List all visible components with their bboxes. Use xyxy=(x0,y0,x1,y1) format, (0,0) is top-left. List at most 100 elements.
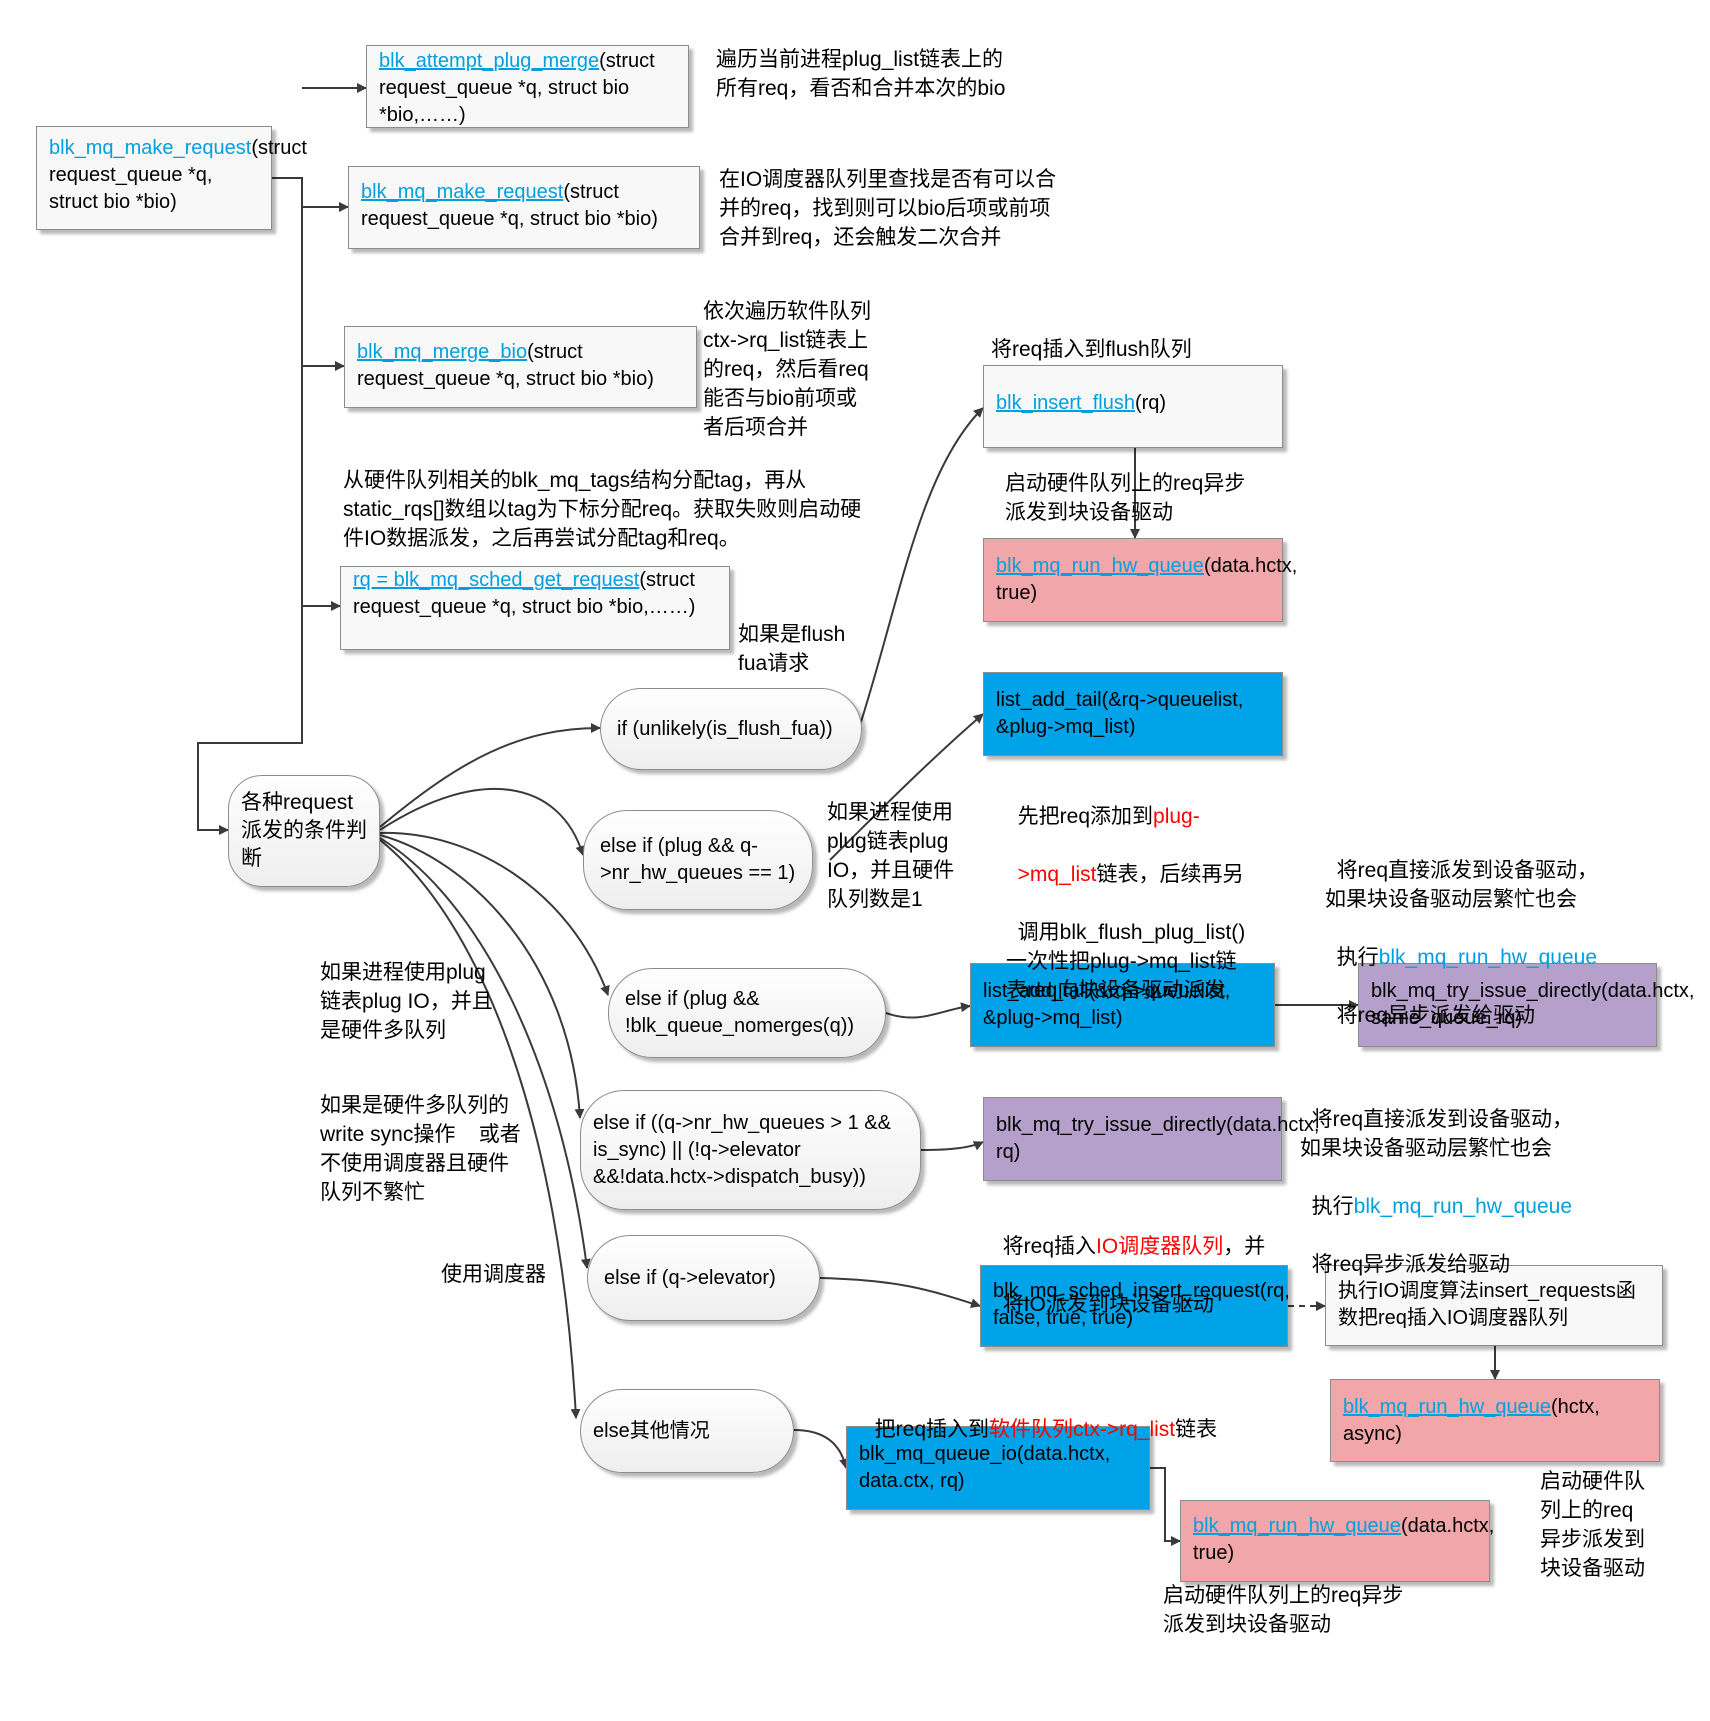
annotation-sched-insert: 将req插入IO调度器队列，并 将IO派发到块设备驱动 xyxy=(991,1203,1266,1319)
annotation-plug-list-hl2: >mq_list xyxy=(1017,863,1097,886)
node-merge-bio: blk_mq_merge_bio(struct request_queue *q… xyxy=(344,326,697,408)
node-sched-insert-label: blk_mq_sched_insert_request(rq, false, t… xyxy=(993,1280,1290,1329)
annotation-run-hw-2: 启动硬件队 列上的req 异步派发到 块设备驱动 xyxy=(1540,1470,1645,1580)
annotation-plug-merge: 遍历当前进程plug_list链表上的 所有req，看否和合并本次的bio xyxy=(716,48,1006,100)
annotation-try-issue-2-fn: blk_mq_run_hw_queue xyxy=(1353,1195,1572,1218)
node-insert-flush: blk_insert_flush(rq) xyxy=(983,365,1283,448)
annotation-plug-single: 如果进程使用 plug链表plug IO，并且硬件 队列数是1 xyxy=(827,801,955,911)
node-sched-insert: blk_mq_sched_insert_request(rq, false, t… xyxy=(980,1265,1290,1347)
annotation-try-issue-1-fn: blk_mq_run_hw_queue xyxy=(1378,946,1597,969)
annotation-run-hw-3: 启动硬件队列上的req异步 派发到块设备驱动 xyxy=(1163,1584,1404,1636)
node-elif-plug-single: else if (plug && q->nr_hw_queues == 1) xyxy=(583,810,813,910)
annotation-plug-list: 先把req添加到plug- >mq_list链表，后续再另 调用blk_flus… xyxy=(1006,773,1245,1005)
node-if-flush-fua-label: if (unlikely(is_flush_fua)) xyxy=(617,717,833,740)
annotation-try-issue-2-text4: 将req异步派发给驱动 xyxy=(1311,1253,1511,1276)
node-run-hw-queue-1-fn: blk_mq_run_hw_queue xyxy=(996,555,1204,577)
annotation-try-issue-2-text1: 将req直接派发到设备驱动， 如果块设备驱动层繁忙也会 xyxy=(1300,1108,1574,1160)
annotation-multi-queue-plug: 如果进程使用plug 链表plug IO，并且 是硬件多队列 xyxy=(320,961,493,1042)
node-run-hw-queue-2: blk_mq_run_hw_queue(hctx, async) xyxy=(1330,1379,1660,1462)
node-run-hw-queue-3-args: (data.hctx, true) xyxy=(1193,1515,1495,1564)
annotation-get-request: 从硬件队列相关的blk_mq_tags结构分配tag，再从 static_rqs… xyxy=(343,469,862,550)
node-try-issue-1-label: blk_mq_try_issue_directly(data.hctx, sam… xyxy=(1371,980,1695,1029)
node-attempt-plug-merge-args: (struct request_queue *q, struct bio *bi… xyxy=(379,50,655,126)
annotation-queue-io-post: 链表 xyxy=(1175,1418,1218,1441)
annotation-ctx-merge: 依次遍历软件队列 ctx->rq_list链表上 的req，然后看req 能否与… xyxy=(703,300,871,439)
node-make-request-args: (struct request_queue *q, struct bio *bi… xyxy=(49,137,307,213)
annotation-try-issue-1: 将req直接派发到设备驱动， 如果块设备驱动层繁忙也会 执行blk_mq_run… xyxy=(1325,827,1598,1030)
node-insert-requests-label: 执行IO调度算法insert_requests函数把req插入IO调度器队列 xyxy=(1338,1280,1636,1329)
edge-flush-to-insert-flush xyxy=(859,407,984,726)
edge-queue-io-to-run-hw xyxy=(1150,1467,1181,1546)
node-run-hw-queue-2-args: (hctx, async) xyxy=(1343,1396,1600,1445)
node-merge-bio-fn: blk_mq_merge_bio xyxy=(357,341,528,363)
node-elif-elevator-label: else if (q->elevator) xyxy=(604,1266,776,1289)
node-attempt-plug-merge: blk_attempt_plug_merge(struct request_qu… xyxy=(366,45,689,128)
node-merge-bio-args: (struct request_queue *q, struct bio *bi… xyxy=(357,341,654,390)
edge-trunk xyxy=(197,177,303,835)
node-condition-root: 各种request派发的条件判断 xyxy=(228,775,380,887)
annotation-try-issue-1-pre: 执行 xyxy=(1336,946,1379,969)
annotation-try-issue-1-text1: 将req直接派发到设备驱动， 如果块设备驱动层繁忙也会 xyxy=(1325,859,1599,911)
annotation-sched-insert-hl: IO调度器队列 xyxy=(1096,1235,1224,1258)
edge-else-to-queue-io xyxy=(793,1429,849,1469)
node-run-hw-queue-1: blk_mq_run_hw_queue(data.hctx, true) xyxy=(983,538,1297,622)
node-insert-requests: 执行IO调度算法insert_requests函数把req插入IO调度器队列 xyxy=(1325,1265,1663,1346)
node-list-add-tail-2-label: list_add_tail(&rq->queuelist, &plug->mq_… xyxy=(983,980,1231,1029)
annotation-sched-insert-post: ，并 xyxy=(1223,1235,1266,1258)
node-make-request: blk_mq_make_request(struct request_queue… xyxy=(36,126,307,230)
annotation-sched-insert-text2: 将IO派发到块设备驱动 xyxy=(1002,1293,1214,1316)
node-get-request-fn: rq = blk_mq_sched_get_request xyxy=(353,569,640,591)
annotation-sched-insert-pre: 将req插入 xyxy=(1002,1235,1097,1258)
annotation-try-issue-2-pre: 执行 xyxy=(1311,1195,1354,1218)
annotation-try-issue-2: 将req直接派发到设备驱动， 如果块设备驱动层繁忙也会 执行blk_mq_run… xyxy=(1300,1076,1573,1279)
node-elif-plug-nomerges: else if (plug && !blk_queue_nomerges(q)) xyxy=(608,968,886,1058)
annotation-write-sync: 如果是硬件多队列的 write sync操作 或者 不使用调度器且硬件 队列不繁… xyxy=(320,1094,521,1204)
node-try-issue-2-label: blk_mq_try_issue_directly(data.hctx, rq) xyxy=(996,1114,1320,1163)
node-if-flush-fua: if (unlikely(is_flush_fua)) xyxy=(600,688,862,770)
annotation-plug-list-text2: 链表，后续再另 xyxy=(1096,863,1244,886)
node-sched-bio-merge-args: (struct request_queue *q, struct bio *bi… xyxy=(361,181,658,230)
node-run-hw-queue-1-args: (data.hctx, true) xyxy=(996,555,1298,604)
node-queue-io-label: blk_mq_queue_io(data.hctx, data.ctx, rq) xyxy=(859,1443,1111,1492)
node-try-issue-1: blk_mq_try_issue_directly(data.hctx, sam… xyxy=(1358,963,1694,1047)
node-insert-flush-args: (rq) xyxy=(1134,392,1167,414)
annotation-plug-list-text1: 先把req添加到 xyxy=(1017,805,1154,828)
node-run-hw-queue-3-fn: blk_mq_run_hw_queue xyxy=(1193,1515,1401,1537)
edge-elevator-to-sched-insert xyxy=(819,1277,981,1309)
node-elif-plug-nomerges-label: else if (plug && !blk_queue_nomerges(q)) xyxy=(625,988,855,1037)
annotation-try-issue-1-text4: 将req异步派发给驱动 xyxy=(1336,1004,1536,1027)
node-insert-flush-fn: blk_insert_flush xyxy=(996,392,1135,414)
node-sched-bio-merge-fn: blk_mq_make_request xyxy=(361,181,564,203)
node-else-other: else其他情况 xyxy=(580,1389,794,1473)
node-run-hw-queue-3: blk_mq_run_hw_queue(data.hctx, true) xyxy=(1180,1500,1494,1582)
annotation-plug-list-hl1: plug- xyxy=(1153,805,1200,828)
edge-nomerges-to-list-add xyxy=(885,1002,971,1019)
node-elif-plug-single-label: else if (plug && q->nr_hw_queues == 1) xyxy=(600,835,796,884)
edge-to-if-flush-fua xyxy=(379,723,601,828)
edge-to-elif-plug-single xyxy=(379,788,586,856)
node-get-request-args: (struct request_queue *q, struct bio *bi… xyxy=(353,569,696,618)
annotation-queue-io-hl: 软件队列ctx->rq_list xyxy=(989,1418,1176,1441)
node-list-add-tail-2: list_add_tail(&rq->queuelist, &plug->mq_… xyxy=(970,963,1275,1047)
annotation-flush-fua: 如果是flush fua请求 xyxy=(738,623,846,675)
node-try-issue-2: blk_mq_try_issue_directly(data.hctx, rq) xyxy=(983,1097,1319,1181)
node-attempt-plug-merge-fn: blk_attempt_plug_merge xyxy=(379,50,600,72)
node-make-request-fn: blk_mq_make_request xyxy=(49,137,252,159)
node-list-add-tail-1-label: list_add_tail(&rq->queuelist, &plug->mq_… xyxy=(996,689,1244,738)
annotation-plug-list-text3: 调用blk_flush_plug_list() 一次性把plug->mq_lis… xyxy=(1006,921,1246,1002)
annotation-insert-flush: 将req插入到flush队列 xyxy=(991,338,1192,361)
node-condition-root-label: 各种request派发的条件判断 xyxy=(241,791,367,870)
annotation-use-elevator: 使用调度器 xyxy=(441,1263,546,1286)
annotation-sched-merge: 在IO调度器队列里查找是否有可以合 并的req，找到则可以bio后项或前项 合并… xyxy=(719,168,1057,249)
node-queue-io: blk_mq_queue_io(data.hctx, data.ctx, rq) xyxy=(846,1426,1150,1510)
node-elif-multi-sync-label: else if ((q->nr_hw_queues > 1 && is_sync… xyxy=(593,1111,891,1188)
node-else-other-label: else其他情况 xyxy=(593,1419,710,1442)
annotation-queue-io-pre: 把req插入到 xyxy=(874,1418,990,1441)
annotation-run-hw-1: 启动硬件队列上的req异步 派发到块设备驱动 xyxy=(1005,472,1246,524)
node-list-add-tail-1: list_add_tail(&rq->queuelist, &plug->mq_… xyxy=(983,672,1283,756)
node-run-hw-queue-2-fn: blk_mq_run_hw_queue xyxy=(1343,1396,1551,1418)
annotation-queue-io: 把req插入到软件队列ctx->rq_list链表 xyxy=(863,1386,1217,1444)
node-elif-multi-sync: else if ((q->nr_hw_queues > 1 && is_sync… xyxy=(580,1090,921,1210)
edge-multi-sync-to-try-issue xyxy=(920,1141,984,1151)
node-get-request: rq = blk_mq_sched_get_request(struct req… xyxy=(340,566,730,650)
